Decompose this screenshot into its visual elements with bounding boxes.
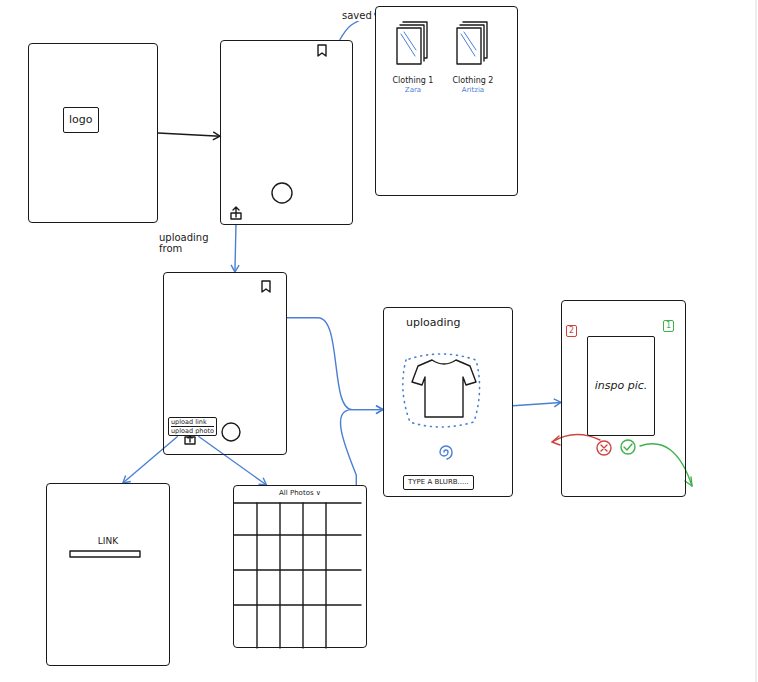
badge-red: 2 [566,325,577,337]
phone-screen: logo [28,43,158,223]
flow-arrow [198,436,266,485]
badge-green: 1 [663,320,674,332]
node-text: 1 [666,321,671,331]
inspo-card: inspo pic. [587,336,655,436]
phone-screen: LINK [46,483,170,666]
saved-folder: Clothing 2Aritzia [445,23,501,95]
phone-screen: All Photos ∨ [233,485,367,648]
node-text: LINK [47,536,169,547]
node-text: All Photos ∨ [234,489,366,498]
edge-label: uploading from [157,232,221,254]
node-subtext: Zara [405,86,421,95]
flow-arrow [341,410,383,485]
node-text: logo [69,113,93,127]
edge-label: saved [340,10,374,21]
node-subtext: upload photo [171,426,214,435]
blurb-input: TYPE A BLURB..... [403,475,474,490]
phone-screen: Clothing 1ZaraClothing 2Aritzia [375,6,518,196]
node-text: inspo pic. [595,379,648,393]
node-text: Clothing 1 [393,76,434,86]
flow-arrow [287,318,383,410]
node-text: TYPE A BLURB..... [408,478,469,487]
node-text: uploading [406,316,512,330]
flow-arrow [158,133,220,136]
flow-arrow [123,436,178,483]
phone-screen [220,40,353,225]
flow-arrow [513,402,561,405]
node-subtext: Aritzia [462,86,484,95]
upload-menu: upload linkupload photo [168,417,217,436]
flow-arrow [235,225,236,272]
phone-screen: upload linkupload photo [163,272,287,455]
node-text: Clothing 2 [453,76,494,86]
node-text: 2 [569,326,574,336]
phone-screen: uploadingTYPE A BLURB..... [383,307,513,497]
node-text: upload link [171,418,214,426]
phone-screen: inspo pic. 2 1 [561,300,686,497]
logo-box: logo [63,107,99,133]
saved-folder: Clothing 1Zara [385,23,441,95]
